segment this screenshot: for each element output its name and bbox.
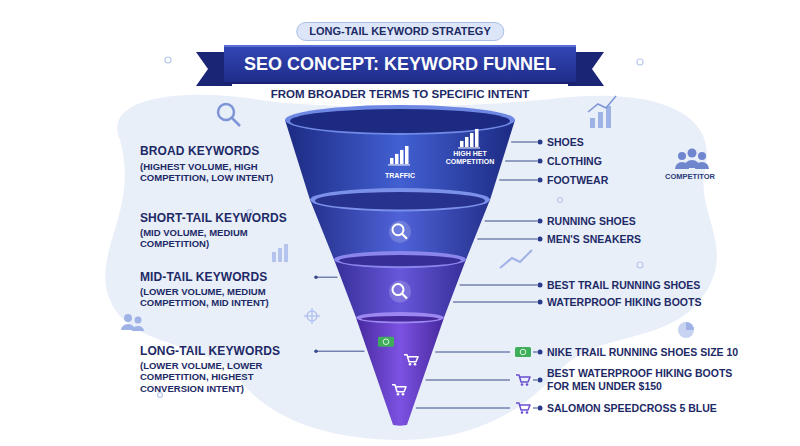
subtitle: FROM BROADER TERMS TO SPECIFIC INTENT xyxy=(271,88,530,102)
leader-dot xyxy=(538,378,543,383)
tier-rim xyxy=(310,188,490,211)
search-icon xyxy=(389,221,411,243)
keyword-example: NIKE TRAIL RUNNING SHOES SIZE 10 xyxy=(547,346,787,359)
tier-description: (HIGHEST VOLUME, HIGH COMPETITION, LOW I… xyxy=(140,161,290,184)
keyword-example: CLOTHING xyxy=(547,155,747,168)
money-icon xyxy=(378,337,394,347)
leader-line xyxy=(435,352,510,353)
leader-line xyxy=(499,180,537,181)
leader-line xyxy=(453,302,537,303)
tier-opening xyxy=(315,192,485,209)
tier-description: (LOWER VOLUME, MEDIUM COMPETITION, MID I… xyxy=(140,286,310,309)
tier-heading: BROAD KEYWORDS xyxy=(140,144,310,158)
tier-heading: MID-TAIL KEYWORDS xyxy=(140,270,310,284)
leader-line xyxy=(460,285,537,286)
leader-line xyxy=(316,351,364,352)
search-icon xyxy=(389,281,411,303)
tier-heading: SHORT-TAIL KEYWORDS xyxy=(140,211,310,225)
keyword-example: RUNNING SHOES xyxy=(547,215,747,228)
leader-line xyxy=(533,408,537,409)
keyword-example: MEN'S SNEAKERS xyxy=(547,233,747,246)
leader-line xyxy=(316,277,338,278)
cart-icon xyxy=(404,355,418,366)
magnifier-icon xyxy=(218,104,240,126)
keyword-example: SHOES xyxy=(547,136,747,149)
keyword-example: FOOTWEAR xyxy=(547,174,747,187)
target-icon xyxy=(304,308,320,324)
growth-chart-icon xyxy=(272,244,288,262)
title-banner: SEO CONCEPT: KEYWORD FUNNEL xyxy=(224,45,576,84)
tier-opening xyxy=(339,255,461,266)
leader-dot xyxy=(538,159,543,164)
keyword-example: SALOMON SPEEDCROSS 5 BLUE xyxy=(547,402,787,415)
tier-rim xyxy=(334,251,466,268)
keyword-example: BEST WATERPROOF HIKING BOOTS FOR MEN UND… xyxy=(547,367,737,392)
tier-rim xyxy=(356,312,444,323)
icon-caption: COMPETITOR xyxy=(665,172,715,181)
leader-dot xyxy=(538,283,543,288)
tier-inner-label: TRAFFIC xyxy=(372,172,428,180)
leader-line xyxy=(511,142,537,143)
bars-icon xyxy=(458,129,480,148)
cart-icon xyxy=(392,385,406,396)
funnel-tier: LONG-TAIL KEYWORDS(LOWER VOLUME, LOWER C… xyxy=(356,312,444,428)
pie-icon xyxy=(678,322,694,338)
tier-heading: LONG-TAIL KEYWORDS xyxy=(140,344,310,358)
tier-opening xyxy=(361,316,439,321)
leader-dot xyxy=(538,219,543,224)
funnel-tier-shape xyxy=(356,312,444,428)
leader-dot xyxy=(538,300,543,305)
bar-chart-icon xyxy=(588,96,616,128)
leader-line xyxy=(416,408,510,409)
tier-description: (MID VOLUME, MEDIUM COMPETITION) xyxy=(140,227,300,250)
leader-dot xyxy=(538,237,543,242)
tier-description: (LOWER VOLUME, LOWER COMPETITION, HIGHES… xyxy=(140,360,310,394)
leader-line xyxy=(533,380,537,381)
leader-dot xyxy=(538,140,543,145)
leader-dot xyxy=(538,350,543,355)
leader-dot xyxy=(538,406,543,411)
people-icon xyxy=(121,314,144,331)
tier-body xyxy=(356,318,444,426)
cart-icon xyxy=(516,375,530,386)
competitor-icon xyxy=(675,149,709,170)
leader-dot xyxy=(314,349,318,353)
cart-icon xyxy=(516,403,530,414)
keyword-example: WATERPROOF HIKING BOOTS xyxy=(547,296,767,309)
tag-label: LONG-TAIL KEYWORD STRATEGY xyxy=(296,22,504,41)
leader-line xyxy=(485,221,537,222)
leader-line xyxy=(426,380,510,381)
leader-dot xyxy=(314,275,318,279)
leader-line xyxy=(533,352,537,353)
leader-dot xyxy=(538,178,543,183)
leader-line xyxy=(477,239,537,240)
money-icon xyxy=(515,347,531,357)
tier-body xyxy=(334,260,466,324)
bars-icon xyxy=(388,146,410,165)
tier-rim xyxy=(285,105,515,135)
trend-line-icon xyxy=(500,250,532,268)
leader-line xyxy=(505,161,537,162)
keyword-example: BEST TRAIL RUNNING SHOES xyxy=(547,279,767,292)
tier-inner-label: HIGH HET COMPETITION xyxy=(443,150,497,166)
